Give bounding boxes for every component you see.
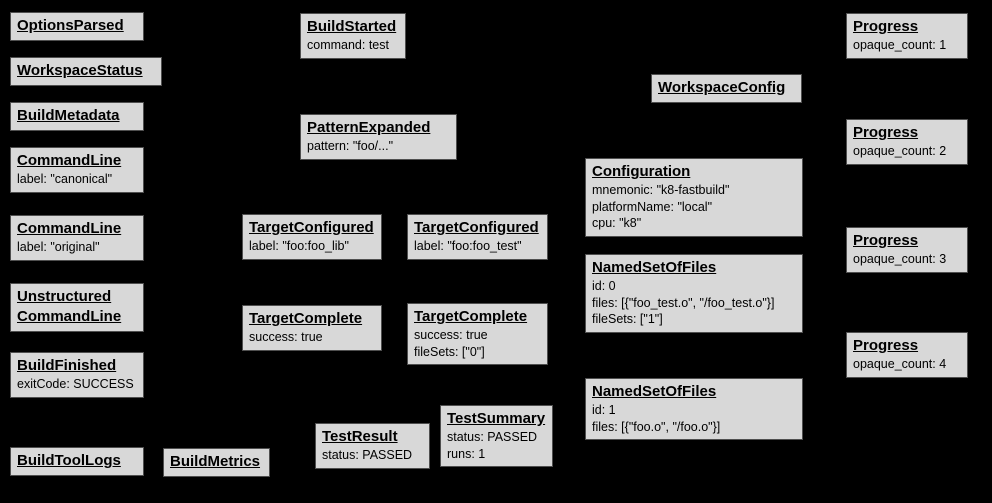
node-test-summary: TestSummary status: PASSED runs: 1 <box>440 405 553 467</box>
node-attrs: id: 0 files: [{"foo_test.o", "/foo_test.… <box>592 279 775 326</box>
node-attrs: label: "foo:foo_test" <box>414 239 522 253</box>
node-title: Progress <box>853 232 919 249</box>
node-attrs: opaque_count: 3 <box>853 252 947 266</box>
node-build-started: BuildStarted command: test <box>300 13 406 59</box>
node-attrs: mnemonic: "k8-fastbuild" platformName: "… <box>592 183 730 230</box>
node-title: PatternExpanded <box>307 119 431 136</box>
node-title: NamedSetOfFiles <box>592 383 717 400</box>
node-progress-3: Progress opaque_count: 3 <box>846 227 968 273</box>
node-attrs: id: 1 files: [{"foo.o", "/foo.o"}] <box>592 403 721 434</box>
node-target-configured-foo-test: TargetConfigured label: "foo:foo_test" <box>407 214 548 260</box>
node-title: TargetConfigured <box>249 219 374 236</box>
node-attrs: exitCode: SUCCESS <box>17 377 134 391</box>
node-build-tool-logs: BuildToolLogs <box>10 447 144 476</box>
node-title: BuildToolLogs <box>17 452 121 469</box>
node-test-result: TestResult status: PASSED <box>315 423 430 469</box>
node-command-line-original: CommandLine label: "original" <box>10 215 144 261</box>
node-title: Progress <box>853 337 919 354</box>
node-title: BuildMetadata <box>17 107 120 124</box>
node-title: Progress <box>853 124 919 141</box>
node-title: Progress <box>853 18 919 35</box>
node-progress-4: Progress opaque_count: 4 <box>846 332 968 378</box>
node-title: CommandLine <box>17 152 122 169</box>
node-title: Unstructured CommandLine <box>17 288 122 325</box>
node-command-line-canonical: CommandLine label: "canonical" <box>10 147 144 193</box>
node-attrs: success: true <box>249 330 323 344</box>
node-title: BuildMetrics <box>170 453 261 470</box>
node-options-parsed: OptionsParsed <box>10 12 144 41</box>
node-named-set-of-files-0: NamedSetOfFiles id: 0 files: [{"foo_test… <box>585 254 803 333</box>
node-title: WorkspaceStatus <box>17 62 143 79</box>
node-attrs: opaque_count: 2 <box>853 144 947 158</box>
node-target-complete-foo-lib: TargetComplete success: true <box>242 305 382 351</box>
node-workspace-config: WorkspaceConfig <box>651 74 802 103</box>
node-attrs: opaque_count: 1 <box>853 38 947 52</box>
node-configuration: Configuration mnemonic: "k8-fastbuild" p… <box>585 158 803 237</box>
node-progress-2: Progress opaque_count: 2 <box>846 119 968 165</box>
node-title: TargetConfigured <box>414 219 539 236</box>
node-title: CommandLine <box>17 220 122 237</box>
node-attrs: opaque_count: 4 <box>853 357 947 371</box>
node-attrs: success: true fileSets: ["0"] <box>414 328 488 359</box>
node-title: TestSummary <box>447 410 546 427</box>
node-title: TargetComplete <box>249 310 363 327</box>
node-title: TargetComplete <box>414 308 528 325</box>
node-attrs: label: "canonical" <box>17 172 113 186</box>
node-build-metadata: BuildMetadata <box>10 102 144 131</box>
node-title: WorkspaceConfig <box>658 79 786 96</box>
node-attrs: command: test <box>307 38 389 52</box>
node-attrs: label: "foo:foo_lib" <box>249 239 349 253</box>
node-attrs: pattern: "foo/..." <box>307 139 394 153</box>
node-workspace-status: WorkspaceStatus <box>10 57 162 86</box>
node-title: TestResult <box>322 428 398 445</box>
node-progress-1: Progress opaque_count: 1 <box>846 13 968 59</box>
node-attrs: label: "original" <box>17 240 100 254</box>
node-pattern-expanded: PatternExpanded pattern: "foo/..." <box>300 114 457 160</box>
node-named-set-of-files-1: NamedSetOfFiles id: 1 files: [{"foo.o", … <box>585 378 803 440</box>
node-title: Configuration <box>592 163 691 180</box>
node-title: OptionsParsed <box>17 17 124 34</box>
node-attrs: status: PASSED <box>322 448 413 462</box>
node-title: NamedSetOfFiles <box>592 259 717 276</box>
node-target-complete-foo-test: TargetComplete success: true fileSets: [… <box>407 303 548 365</box>
node-title: BuildStarted <box>307 18 397 35</box>
node-build-metrics: BuildMetrics <box>163 448 270 477</box>
node-unstructured-command-line: Unstructured CommandLine <box>10 283 144 332</box>
node-attrs: status: PASSED runs: 1 <box>447 430 538 461</box>
node-title: BuildFinished <box>17 357 117 374</box>
node-build-finished: BuildFinished exitCode: SUCCESS <box>10 352 144 398</box>
node-target-configured-foo-lib: TargetConfigured label: "foo:foo_lib" <box>242 214 382 260</box>
